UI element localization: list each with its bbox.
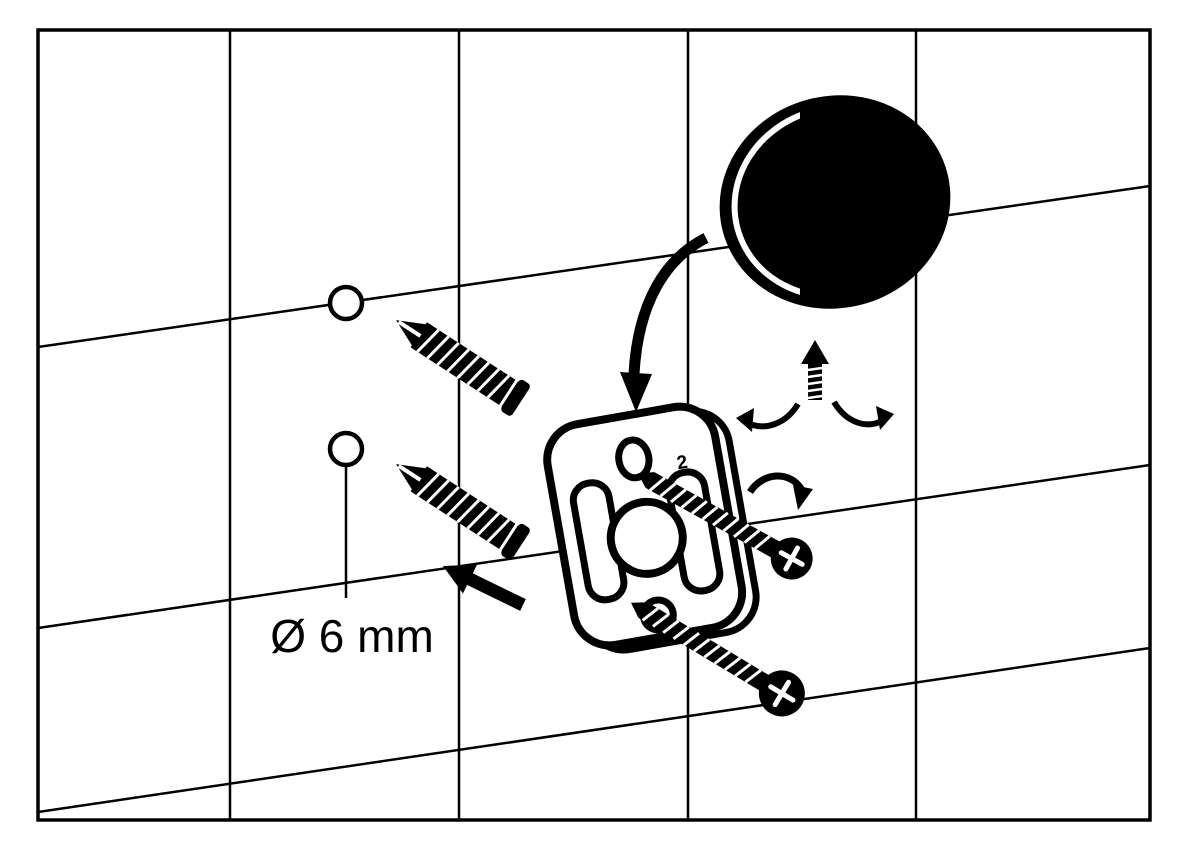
tile-line <box>38 646 1150 814</box>
disc-rim-highlight <box>731 104 800 300</box>
insert-arrow-icon <box>443 564 526 611</box>
phillips-cross-icon <box>778 545 805 572</box>
phillips-cross-icon <box>768 679 796 708</box>
drill-hole-top <box>327 284 365 322</box>
plate-hole-top <box>615 436 653 482</box>
tile-line <box>38 184 1150 349</box>
plate-marking: 2 <box>675 452 689 475</box>
cover-disc <box>719 95 951 309</box>
wall-anchor-top <box>396 320 530 416</box>
rotate-arrows-icon <box>736 400 894 432</box>
plate-hole-center <box>606 497 687 578</box>
screw-bottom <box>630 602 805 717</box>
screw-turn-arrow-icon <box>747 472 813 510</box>
hole-diameter-label: Ø 6 mm <box>270 610 434 662</box>
place-plate-arrow-icon <box>620 233 709 412</box>
push-up-arrow-icon <box>801 340 829 400</box>
wall-anchor-bottom <box>396 464 530 560</box>
drill-hole-bottom <box>327 430 365 468</box>
screw-top <box>637 472 813 580</box>
